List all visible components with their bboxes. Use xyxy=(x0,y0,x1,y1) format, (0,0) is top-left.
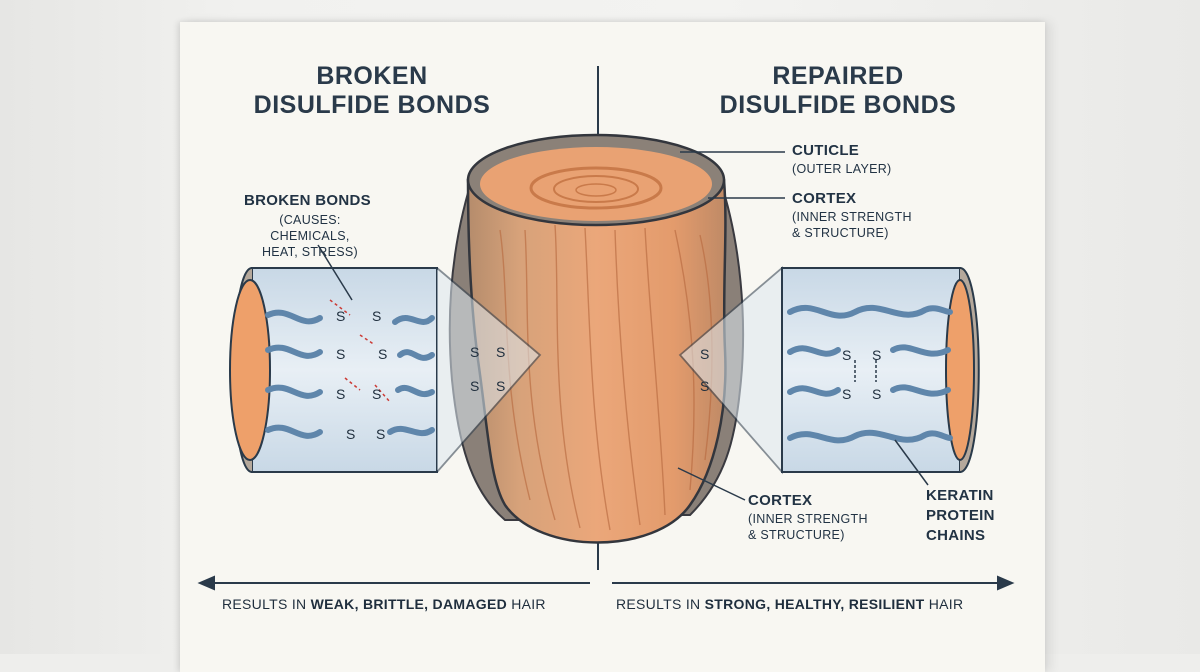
right-protein-chains xyxy=(787,304,953,444)
sulfur-bond-symbol: S xyxy=(700,346,710,362)
sulfur-bond-symbol: S xyxy=(378,346,388,362)
sulfur-bond-symbol: S xyxy=(872,347,882,363)
right-cylinder-end-face xyxy=(945,279,975,461)
left-title-line2: DISULFIDE BONDS xyxy=(253,91,491,119)
right-title-line1: REPAIRED xyxy=(772,62,904,90)
left-arrow-head xyxy=(197,575,215,591)
sulfur-bond-symbol: S xyxy=(336,386,346,402)
sulfur-bond-symbol: S xyxy=(470,378,480,394)
bottom-arrows xyxy=(197,575,1015,591)
cortex-bottom-sub-line2: & STRUCTURE) xyxy=(748,528,845,542)
sulfur-bond-symbol: S xyxy=(336,346,346,362)
right-result-bold: STRONG, HEALTHY, RESILIENT xyxy=(704,596,925,612)
hair-medulla-ring-3 xyxy=(575,183,617,197)
broken-bonds-causes-line1: (CAUSES: CHEMICALS, xyxy=(270,213,350,243)
left-broken-bond-marks xyxy=(329,299,391,403)
keratin-line2: PROTEIN xyxy=(926,507,995,524)
left-cylinder-end-face xyxy=(229,279,271,461)
sulfur-bond-symbol: S xyxy=(376,426,386,442)
right-title-line2: DISULFIDE BONDS xyxy=(719,91,957,119)
cortex-bottom-sub-line1: (INNER STRENGTH xyxy=(748,512,868,526)
right-result-prefix: RESULTS IN xyxy=(616,596,705,612)
right-result-suffix: HAIR xyxy=(924,596,964,612)
keratin-line3: CHAINS xyxy=(926,527,986,544)
cortex-bottom-label: CORTEX xyxy=(748,492,813,509)
left-cylinder-body xyxy=(251,267,438,473)
cortex-top-label: CORTEX xyxy=(792,190,857,207)
left-protein-chains xyxy=(265,309,435,439)
hair-diagram-illustration xyxy=(197,66,1015,591)
right-arrow-head xyxy=(997,575,1015,591)
left-result-prefix: RESULTS IN xyxy=(222,596,311,612)
right-title: REPAIRED DISULFIDE BONDS xyxy=(688,62,988,120)
sulfur-bond-symbol: S xyxy=(496,378,506,394)
sulfur-bond-symbol: S xyxy=(842,347,852,363)
cortex-top-sub-line1: (INNER STRENGTH xyxy=(792,210,912,224)
sulfur-bond-symbol: S xyxy=(842,386,852,402)
cortex-top-sub-line2: & STRUCTURE) xyxy=(792,226,889,240)
hair-medulla-ring-2 xyxy=(553,175,639,203)
broken-bonds-causes-line2: HEAT, STRESS) xyxy=(261,245,359,259)
left-zoom-cylinder xyxy=(229,267,542,473)
broken-bonds-label: BROKEN BONDS xyxy=(244,192,371,209)
left-title-line1: BROKEN xyxy=(316,62,428,90)
cuticle-sublabel: (OUTER LAYER) xyxy=(792,162,892,176)
sulfur-bond-symbol: S xyxy=(470,344,480,360)
sulfur-bond-symbol: S xyxy=(336,308,346,324)
right-bond-links xyxy=(854,360,877,382)
sulfur-bond-symbol: S xyxy=(372,308,382,324)
right-zoom-cylinder xyxy=(678,266,980,475)
sulfur-bond-symbol: S xyxy=(346,426,356,442)
broken-bonds-causes: (CAUSES: CHEMICALS, HEAT, STRESS) xyxy=(240,212,380,260)
left-result-bold: WEAK, BRITTLE, DAMAGED xyxy=(310,596,507,612)
left-result-text: RESULTS IN WEAK, BRITTLE, DAMAGED HAIR xyxy=(222,596,546,612)
left-result-suffix: HAIR xyxy=(507,596,546,612)
cortex-bottom-sublabel: (INNER STRENGTH & STRUCTURE) xyxy=(748,511,868,543)
leader-lines xyxy=(317,151,929,501)
left-title: BROKEN DISULFIDE BONDS xyxy=(222,62,522,120)
hair-medulla-ring-1 xyxy=(529,166,663,210)
cortex-top-sublabel: (INNER STRENGTH & STRUCTURE) xyxy=(792,209,912,241)
keratin-line1: KERATIN xyxy=(926,487,994,504)
sulfur-bond-symbol: S xyxy=(872,386,882,402)
left-zoom-cone xyxy=(436,267,542,473)
sulfur-bond-symbol: S xyxy=(372,386,382,402)
cuticle-label: CUTICLE xyxy=(792,142,860,159)
hair-shaft xyxy=(448,133,745,544)
keratin-label: KERATIN PROTEIN CHAINS xyxy=(926,486,995,546)
sulfur-bond-symbol: S xyxy=(700,378,710,394)
right-result-text: RESULTS IN STRONG, HEALTHY, RESILIENT HA… xyxy=(616,596,963,612)
right-cylinder-body xyxy=(781,267,961,473)
sulfur-bond-symbol: S xyxy=(496,344,506,360)
